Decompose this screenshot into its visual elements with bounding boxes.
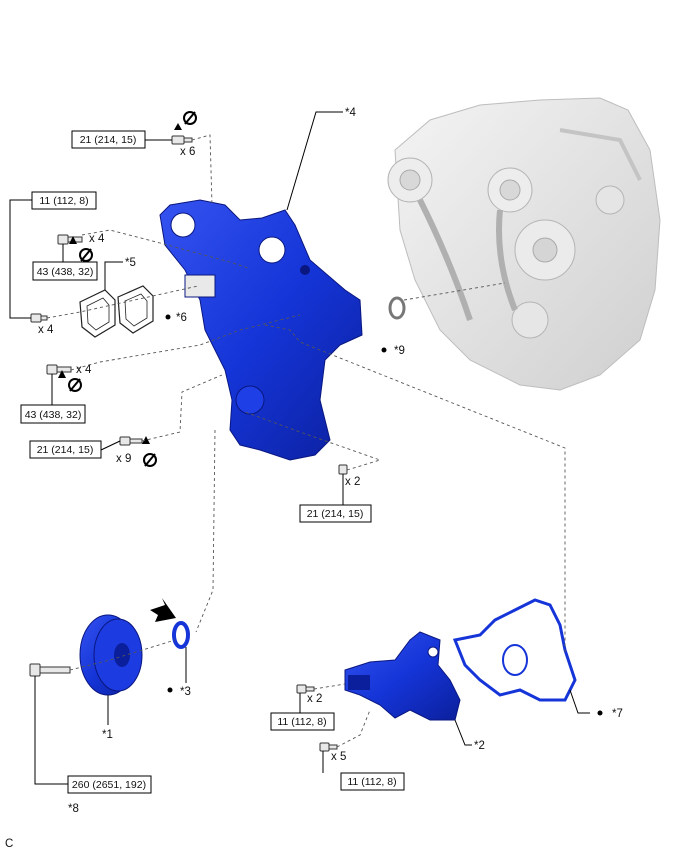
torque-label: 260 (2651, 192): [72, 779, 146, 791]
torque-label: 43 (438, 32): [37, 266, 94, 278]
quantity-label: x 9: [116, 453, 131, 465]
part-label: *2: [474, 740, 485, 752]
torque-label: 21 (214, 15): [80, 134, 137, 146]
leader-lines: [9, 111, 590, 785]
torque-label: 21 (214, 15): [307, 508, 364, 520]
water-pump-gasket: [452, 598, 577, 702]
quantity-label: x 4: [76, 364, 92, 376]
part-label: *3: [180, 686, 191, 698]
water-pump: [344, 631, 461, 721]
quantity-label: x 2: [307, 693, 322, 705]
torque-label: 11 (112, 8): [277, 716, 326, 728]
quantity-label: x 4: [89, 233, 105, 245]
part-label: *1: [102, 729, 113, 741]
quantity-label: x 2: [345, 476, 360, 488]
no-reuse-symbol-icon: [68, 111, 197, 467]
corner-mark: C: [5, 838, 13, 850]
seal-9: [388, 296, 406, 320]
torque-label: 21 (214, 15): [37, 444, 94, 456]
part-label: *8: [68, 803, 79, 815]
engine-block: [387, 97, 661, 391]
torque-label: 11 (112, 8): [347, 776, 396, 788]
part-label: *4: [345, 107, 356, 119]
arrow-icon: [58, 123, 182, 622]
gasket-6: [117, 285, 154, 334]
quantity-label: x 6: [180, 146, 195, 158]
grease-dot-icon: [165, 314, 603, 716]
part-label: *7: [612, 708, 623, 720]
part-label: *6: [176, 312, 187, 324]
quantity-label: x 5: [331, 751, 346, 763]
part-label: *5: [125, 257, 136, 269]
gasket-5: [79, 289, 116, 338]
crankshaft-pulley: [79, 614, 143, 696]
torque-boxes: [20, 130, 405, 794]
dashed-alignment-lines: [46, 134, 566, 748]
part-label: *9: [394, 345, 405, 357]
torque-label: 43 (438, 32): [25, 409, 82, 421]
torque-label: 11 (112, 8): [39, 195, 88, 207]
timing-chain-cover: [159, 199, 363, 461]
bolt-icon: [29, 135, 348, 752]
quantity-label: x 4: [38, 324, 54, 336]
oil-seal-3: [172, 621, 190, 649]
